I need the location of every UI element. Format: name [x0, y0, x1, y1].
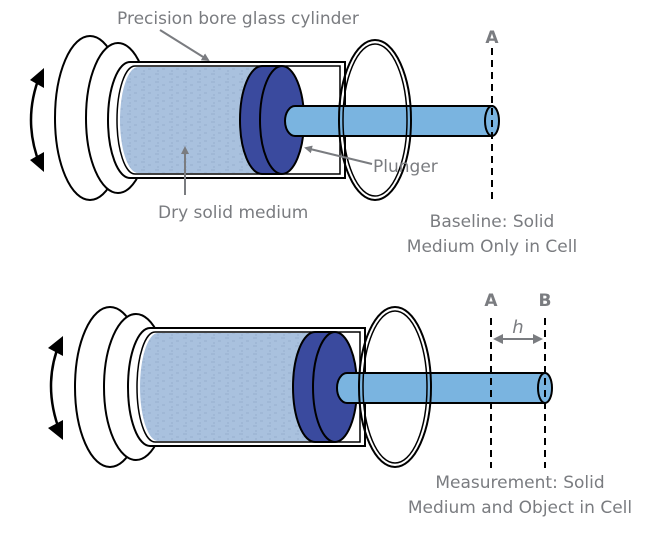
baseline-panel: A Precision bore glass cylinder Plunger … [29, 9, 577, 257]
measurement-panel: A B h Measurement: Solid Medium and Obje… [48, 291, 632, 518]
plunger [292, 331, 358, 443]
baseline-caption-line2: Medium Only in Cell [407, 237, 577, 257]
displacement-h-label: h [512, 317, 523, 338]
medium-label: Dry solid medium [158, 203, 308, 223]
rotation-arrow-icon [29, 68, 44, 172]
solid-medium [140, 333, 315, 441]
front-flange [358, 306, 432, 468]
plunger-label: Plunger [373, 157, 438, 177]
cylinder-pointer [159, 29, 210, 62]
rotation-arrow-icon [48, 336, 63, 440]
plunger [239, 65, 305, 175]
solid-medium [120, 67, 262, 173]
measurement-caption-line1: Measurement: Solid [435, 473, 604, 493]
marker-a-label: A [484, 291, 498, 311]
baseline-caption-line1: Baseline: Solid [430, 212, 555, 232]
plunger-rod [336, 372, 553, 404]
marker-b-label: B [539, 291, 552, 311]
displacement-arrow-icon [493, 334, 543, 344]
cylinder-label: Precision bore glass cylinder [117, 9, 359, 29]
marker-a-label: A [485, 28, 499, 48]
plunger-rod [284, 105, 500, 137]
measurement-caption-line2: Medium and Object in Cell [408, 498, 632, 518]
front-flange [338, 39, 412, 201]
plunger-pointer [304, 145, 373, 165]
